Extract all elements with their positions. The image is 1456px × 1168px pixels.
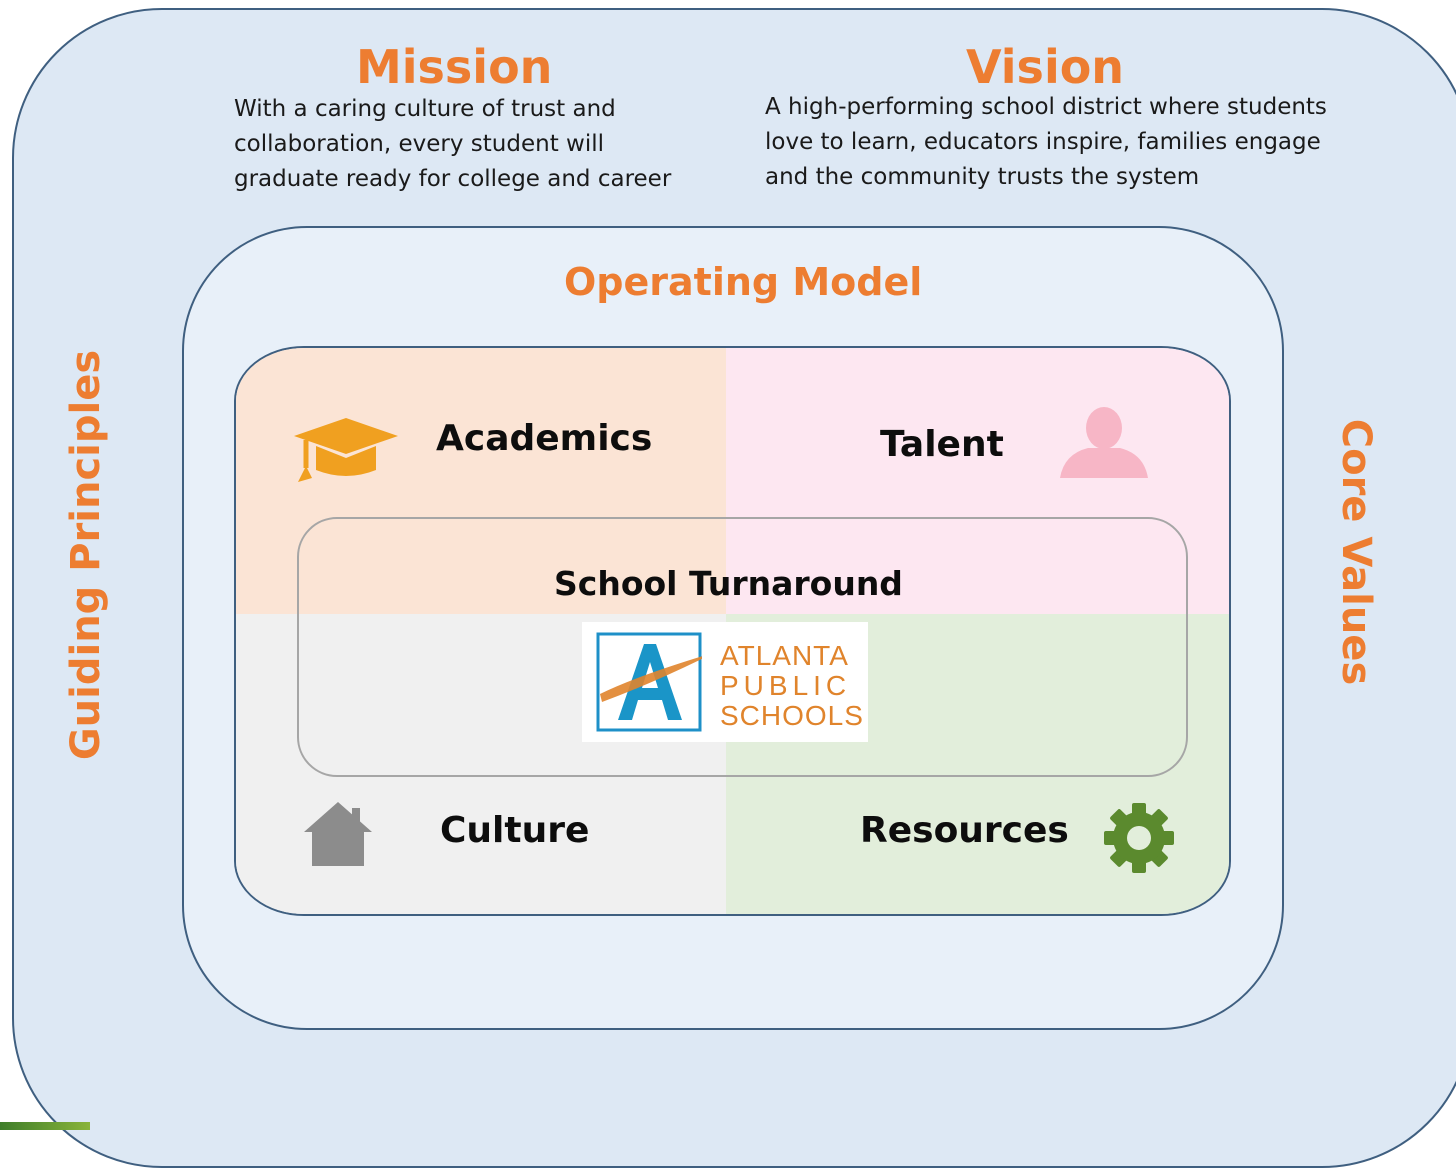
vision-line: A high-performing school district where … <box>765 94 1327 120</box>
corner-accent-stripe <box>0 1122 90 1130</box>
school-turnaround-label: School Turnaround <box>554 564 903 603</box>
talent-label: Talent <box>880 424 1004 465</box>
mission-line: With a caring culture of trust and <box>234 96 616 122</box>
logo-text-line: SCHOOLS <box>720 700 864 731</box>
mission-line: graduate ready for college and career <box>234 166 672 192</box>
person-icon <box>1060 407 1148 478</box>
culture-label: Culture <box>440 810 590 851</box>
gear-icon <box>1104 803 1174 873</box>
school-turnaround-box <box>297 517 1188 777</box>
operating-model-title: Operating Model <box>564 260 923 304</box>
atlanta-public-schools-logo: ATLANTA PUBLIC SCHOOLS <box>582 622 868 742</box>
mission-line: collaboration, every student will <box>234 131 604 157</box>
quadrant-talent <box>726 348 1229 614</box>
vision-text: A high-performing school district where … <box>765 90 1405 195</box>
quadrant-academics <box>236 348 726 614</box>
vision-title: Vision <box>966 40 1125 94</box>
core-values-label: Core Values <box>1333 418 1379 686</box>
house-icon <box>304 802 372 866</box>
vision-line: love to learn, educators inspire, famili… <box>765 129 1321 155</box>
academics-label: Academics <box>436 418 653 459</box>
logo-text-line: PUBLIC <box>720 670 852 701</box>
resources-label: Resources <box>860 810 1069 851</box>
mission-text: With a caring culture of trust and colla… <box>234 92 704 197</box>
mission-title: Mission <box>356 40 553 94</box>
guiding-principles-label: Guiding Principles <box>63 349 109 761</box>
logo-text-line: ATLANTA <box>720 640 849 671</box>
aps-logo-mark <box>596 632 702 732</box>
vision-line: and the community trusts the system <box>765 164 1200 190</box>
graduation-cap-icon <box>294 418 398 482</box>
